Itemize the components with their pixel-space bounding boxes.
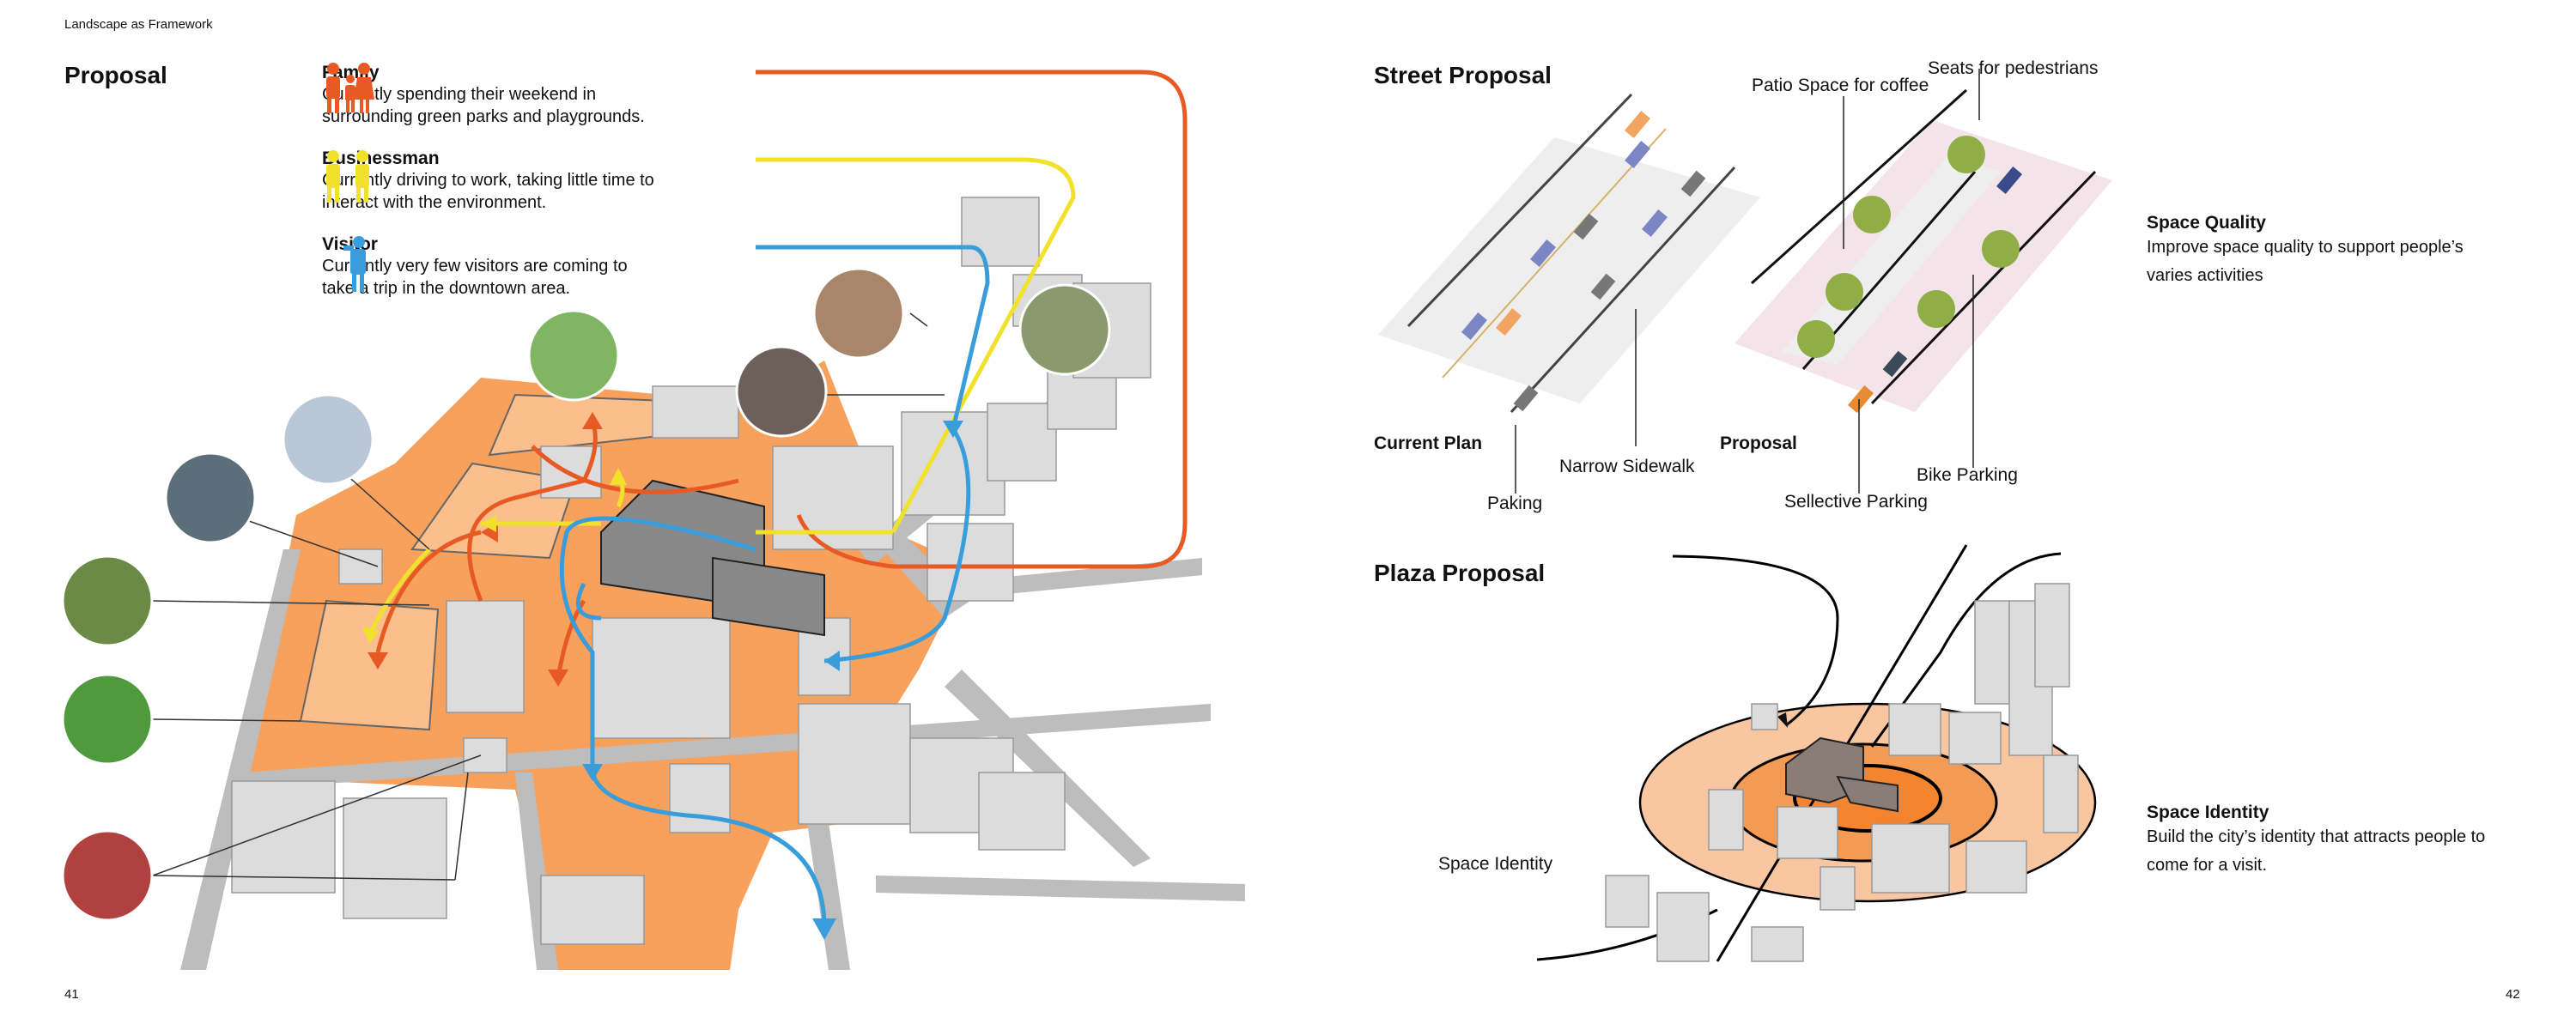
label-space-identity: Space Identity <box>1438 854 1553 874</box>
space-quality-block: Space Quality Improve space quality to s… <box>2147 213 2533 290</box>
persona-businessman-name: Businessman <box>322 148 440 168</box>
left-page-number: 41 <box>64 987 79 1002</box>
photo-street-crowd <box>735 345 828 438</box>
photo-leaders <box>152 312 1066 881</box>
photo-fountain-plaza <box>282 393 374 486</box>
street-proposal-plan <box>1735 69 2112 494</box>
persona-businessman-desc-2: interact with the environment. <box>322 193 547 212</box>
label-seats: Seats for pedestrians <box>1928 58 2099 78</box>
photo-fountain-trees <box>164 451 257 544</box>
plaza-central-building <box>1785 736 1899 813</box>
space-identity-line-2: come for a visit. <box>2147 856 2268 875</box>
family-route <box>375 70 1188 679</box>
label-patio-space: Patio Space for coffee <box>1752 76 1929 95</box>
proposal-map <box>61 70 1245 970</box>
persona-family: Family Currently spending their weekend … <box>322 62 769 128</box>
street-current-plan <box>1378 93 1760 494</box>
space-identity-block: Space Identity Build the city’s identity… <box>2147 803 2533 880</box>
plot-outlines <box>299 393 732 731</box>
plaza-diagram <box>1536 544 2097 962</box>
photo-cyclist <box>1018 283 1111 376</box>
label-selective-parking: Sellective Parking <box>1784 492 1928 512</box>
street-proposal-label: Proposal <box>1720 433 1797 453</box>
label-paking: Paking <box>1487 494 1543 513</box>
family-icon <box>326 63 374 113</box>
plaza-proposal-title: Plaza Proposal <box>1374 560 1546 586</box>
space-quality-line-1: Improve space quality to support people’… <box>2147 238 2464 257</box>
visitor-icon <box>343 236 366 292</box>
photo-circles <box>61 267 1111 922</box>
persona-family-desc-2: surrounding green parks and playgrounds. <box>322 107 645 126</box>
central-building <box>600 479 825 637</box>
persona-visitor-desc-1: Currently very few visitors are coming t… <box>322 257 628 276</box>
persona-businessman: Businessman Currently driving to work, t… <box>322 148 769 214</box>
right-page-number: 42 <box>2506 987 2520 1002</box>
businessman-icon <box>326 150 369 203</box>
photo-outdoor-dining <box>61 829 154 922</box>
photo-pond <box>61 554 154 647</box>
businessman-arrowheads <box>362 468 627 644</box>
street-current-plan-label: Current Plan <box>1374 433 1483 453</box>
section-header: Landscape as Framework <box>64 17 213 32</box>
plaza-buildings <box>1605 583 2079 962</box>
photo-cafe-patio <box>812 267 905 360</box>
space-quality-line-2: varies activities <box>2147 266 2263 285</box>
photo-family-park <box>527 309 620 402</box>
space-identity-line-1: Build the city’s identity that attracts … <box>2147 827 2486 846</box>
space-identity-title: Space Identity <box>2147 803 2269 822</box>
visitor-route <box>559 245 990 928</box>
space-quality-title: Space Quality <box>2147 213 2266 233</box>
persona-businessman-desc-1: Currently driving to work, taking little… <box>322 171 654 190</box>
label-bike-parking: Bike Parking <box>1917 465 2018 485</box>
persona-family-desc-1: Currently spending their weekend in <box>322 85 597 104</box>
street-proposal-title: Street Proposal <box>1374 62 1552 88</box>
left-page-title: Proposal <box>64 62 167 88</box>
label-narrow-sidewalk: Narrow Sidewalk <box>1559 457 1695 476</box>
persona-visitor-desc-2: take a trip in the downtown area. <box>322 279 571 298</box>
persona-visitor: Visitor Currently very few visitors are … <box>322 233 769 300</box>
photo-golf-green <box>61 673 154 766</box>
visitor-arrowheads <box>582 421 963 940</box>
